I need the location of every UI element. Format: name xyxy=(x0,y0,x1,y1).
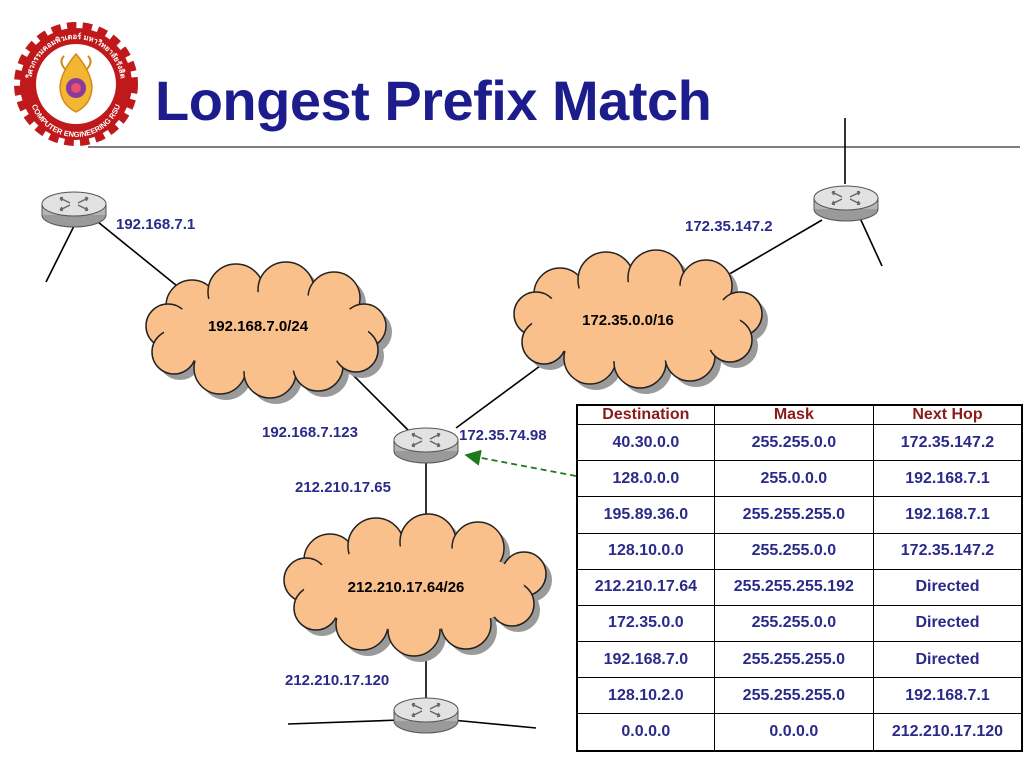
table-row: 0.0.0.0 0.0.0.0 212.210.17.120 xyxy=(576,713,1023,752)
cell-destination: 128.10.0.0 xyxy=(576,532,715,570)
ip-label-center-left: 192.168.7.123 xyxy=(262,424,358,441)
router-center-icon xyxy=(393,427,459,464)
network-label-left: 192.168.7.0/24 xyxy=(208,318,309,335)
cell-destination: 192.168.7.0 xyxy=(576,641,715,679)
cell-destination: 195.89.36.0 xyxy=(576,496,715,534)
cell-next-hop: 172.35.147.2 xyxy=(872,423,1023,462)
cell-mask: 255.0.0.0 xyxy=(713,460,874,498)
cell-next-hop: 172.35.147.2 xyxy=(872,532,1023,570)
ip-label-right-router: 172.35.147.2 xyxy=(685,218,773,235)
table-row: 128.0.0.0 255.0.0.0 192.168.7.1 xyxy=(576,460,1023,498)
cell-destination: 40.30.0.0 xyxy=(576,423,715,462)
table-row: 195.89.36.0 255.255.255.0 192.168.7.1 xyxy=(576,496,1023,534)
ip-label-bottom-router: 212.210.17.120 xyxy=(285,672,389,689)
cell-destination: 128.0.0.0 xyxy=(576,460,715,498)
cell-mask: 255.255.255.0 xyxy=(713,496,874,534)
cell-next-hop: Directed xyxy=(872,604,1023,643)
university-logo: วิศวกรรมคอมพิวเตอร์ มหาวิทยาลัยรังสิต CO… xyxy=(14,22,138,146)
routing-table: Destination Mask Next Hop 40.30.0.0 255.… xyxy=(576,404,1023,752)
cell-next-hop: 192.168.7.1 xyxy=(872,460,1023,498)
table-row: 128.10.0.0 255.255.0.0 172.35.147.2 xyxy=(576,532,1023,570)
cell-next-hop: 192.168.7.1 xyxy=(872,496,1023,534)
slide-title: Longest Prefix Match xyxy=(155,69,712,132)
ip-label-center-right: 172.35.74.98 xyxy=(459,427,547,444)
cell-mask: 255.255.255.192 xyxy=(713,568,874,606)
router-left-icon xyxy=(41,191,107,228)
routing-table-header-row: Destination Mask Next Hop xyxy=(576,404,1023,425)
table-row: 128.10.2.0 255.255.255.0 192.168.7.1 xyxy=(576,677,1023,715)
cloud-network-left: 192.168.7.0/24 xyxy=(145,261,392,404)
cell-destination: 0.0.0.0 xyxy=(576,713,715,752)
cell-next-hop: Directed xyxy=(872,568,1023,606)
cell-next-hop: 192.168.7.1 xyxy=(872,677,1023,715)
table-row: 172.35.0.0 255.255.0.0 Directed xyxy=(576,604,1023,643)
cell-destination: 172.35.0.0 xyxy=(576,604,715,643)
router-bottom-icon xyxy=(393,697,459,734)
cloud-network-right: 172.35.0.0/16 xyxy=(513,249,768,394)
cell-next-hop: 212.210.17.120 xyxy=(872,713,1023,752)
cell-mask: 0.0.0.0 xyxy=(713,713,874,752)
router-right-icon xyxy=(813,185,879,222)
cell-mask: 255.255.0.0 xyxy=(713,532,874,570)
cloud-network-bottom: 212.210.17.64/26 xyxy=(283,513,552,662)
table-row: 212.210.17.64 255.255.255.192 Directed xyxy=(576,568,1023,606)
network-label-bottom: 212.210.17.64/26 xyxy=(348,579,465,596)
cell-mask: 255.255.0.0 xyxy=(713,423,874,462)
cell-next-hop: Directed xyxy=(872,641,1023,679)
cell-destination: 128.10.2.0 xyxy=(576,677,715,715)
cell-destination: 212.210.17.64 xyxy=(576,568,715,606)
network-label-right: 172.35.0.0/16 xyxy=(582,312,674,329)
logo-emblem-icon xyxy=(59,52,93,113)
ip-label-left-router: 192.168.7.1 xyxy=(116,216,195,233)
header-next-hop: Next Hop xyxy=(872,404,1023,425)
table-row: 40.30.0.0 255.255.0.0 172.35.147.2 xyxy=(576,423,1023,462)
cell-mask: 255.255.255.0 xyxy=(713,677,874,715)
header-destination: Destination xyxy=(576,404,715,425)
cell-mask: 255.255.0.0 xyxy=(713,604,874,643)
cell-mask: 255.255.255.0 xyxy=(713,641,874,679)
ip-label-center-bottom: 212.210.17.65 xyxy=(295,479,391,496)
header-mask: Mask xyxy=(713,404,874,425)
table-pointer-arrow xyxy=(464,449,577,477)
table-row: 192.168.7.0 255.255.255.0 Directed xyxy=(576,641,1023,679)
